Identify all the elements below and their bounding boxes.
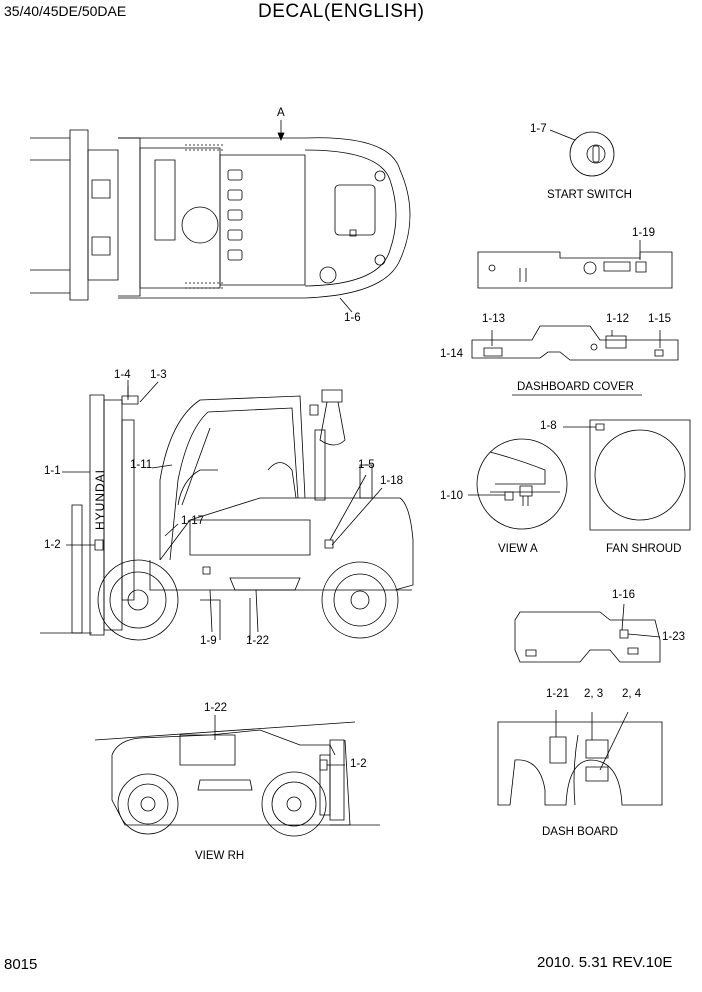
callout-1-11: 1-11 [130, 459, 153, 471]
caption-view-rh: VIEW RH [195, 850, 245, 862]
callout-1-10: 1-10 [440, 490, 464, 502]
callout-1-18: 1-18 [380, 475, 404, 487]
caption-start-switch: START SWITCH [547, 189, 632, 201]
callout-1-21: 1-21 [546, 688, 570, 700]
callout-1-14: 1-14 [440, 348, 464, 360]
dash-board-view [498, 710, 662, 805]
callout-1-3: 1-3 [150, 369, 167, 381]
side-view-lh [40, 380, 413, 640]
caption-view-a: VIEW A [498, 543, 538, 555]
fan-shroud-view [563, 420, 690, 530]
page-title: DECAL(ENGLISH) [258, 1, 425, 22]
callout-1-13: 1-13 [482, 313, 506, 325]
callout-1-1: 1-1 [44, 465, 61, 477]
start-switch-view [478, 130, 672, 288]
mast-brand-text: HYUNDAI [93, 468, 107, 530]
callout-1-22-side: 1-22 [246, 635, 270, 647]
dashboard-assy-view [515, 604, 660, 662]
callout-1-9: 1-9 [200, 635, 217, 647]
view-a-arrow-label: A [277, 107, 285, 119]
model-number: 35/40/45DE/50DAE [4, 3, 127, 19]
caption-dash-board: DASH BOARD [542, 826, 619, 838]
callout-1-6: 1-6 [344, 312, 361, 324]
callout-1-8: 1-8 [540, 420, 557, 432]
callout-1-17: 1-17 [181, 515, 205, 527]
callout-1-4: 1-4 [114, 369, 131, 381]
callout-1-5: 1-5 [358, 459, 375, 471]
caption-dashboard-cover: DASHBOARD COVER [517, 381, 634, 393]
callout-1-19: 1-19 [632, 227, 656, 239]
revision-date: 2010. 5.31 REV.10E [537, 954, 673, 971]
callout-1-23: 1-23 [662, 631, 686, 643]
top-view [30, 120, 410, 312]
callout-1-2: 1-2 [44, 539, 61, 551]
view-rh [95, 715, 380, 836]
callout-1-16: 1-16 [612, 589, 636, 601]
dashboard-cover-view [472, 326, 678, 395]
callout-2-3: 2, 3 [584, 688, 604, 700]
callout-1-15: 1-15 [648, 313, 672, 325]
callout-2-4: 2, 4 [622, 688, 642, 700]
page-number: 8015 [4, 956, 38, 973]
callout-1-7: 1-7 [530, 123, 547, 135]
view-a-detail [468, 439, 567, 529]
callout-1-12: 1-12 [606, 313, 630, 325]
caption-fan-shroud: FAN SHROUD [606, 543, 682, 555]
callout-1-22-rh: 1-22 [204, 702, 228, 714]
callout-1-2-rh: 1-2 [350, 758, 367, 770]
